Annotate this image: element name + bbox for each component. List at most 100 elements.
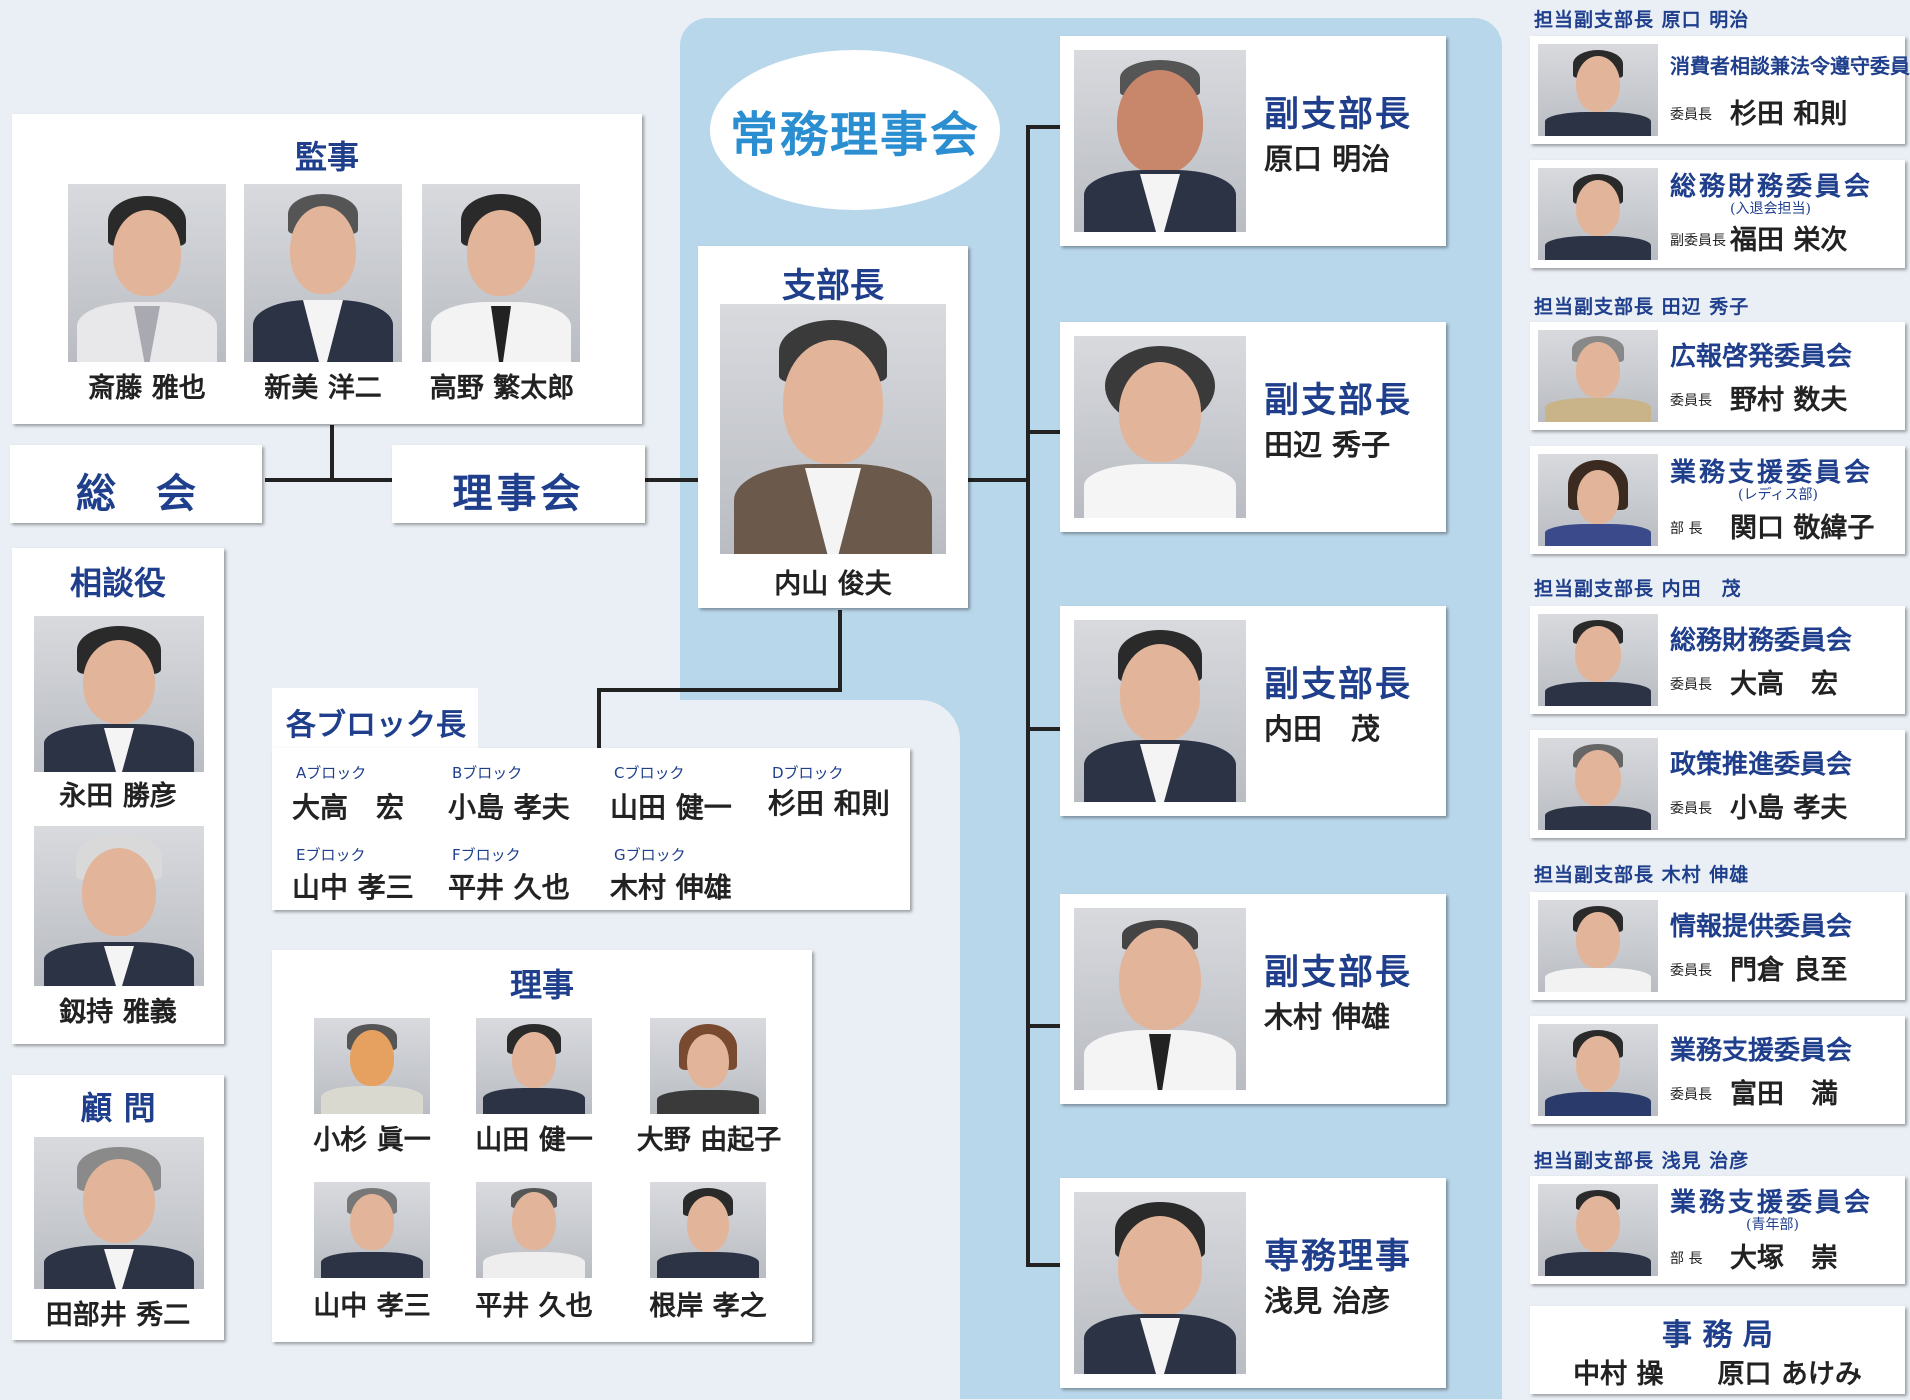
connector [330, 425, 334, 480]
committee-name-6: 小島 孝夫 [1730, 793, 1848, 824]
block-e-label: Eブロック [296, 846, 366, 864]
connector [265, 478, 395, 482]
committee-role-2: 副委員長 [1670, 233, 1726, 249]
committee-title-2: 総務財務委員会 [1670, 172, 1874, 202]
directors-title: 理事 [509, 966, 574, 1004]
director-name-6: 根岸 孝之 [649, 1291, 767, 1322]
block-b-label: Bブロック [452, 764, 523, 782]
block-chiefs-box [272, 748, 910, 910]
committee-card-5: 総務財務委員会 委員長 大高 宏 [1530, 606, 1905, 714]
committee-card-4: 業務支援委員会 (レディス部) 部 長 関口 敬緯子 [1530, 446, 1905, 554]
committee-role-1: 委員長 [1670, 107, 1712, 123]
vice-chief-photo-3 [1074, 620, 1246, 802]
connector [1026, 727, 1060, 731]
auditors-box: 監事 斎藤 雅也 新美 洋二 高野 繁太郎 [12, 114, 642, 424]
block-d-name: 杉田 和則 [768, 787, 890, 820]
branch-chief-box: 支部長 内山 俊夫 [698, 246, 968, 608]
committee-card-1: 消費者相談兼法令遵守委員会 委員長 杉田 和則 [1530, 36, 1910, 144]
vice-chief-card-4: 副支部長 木村 伸雄 [1060, 894, 1446, 1104]
committee-photo-7 [1538, 900, 1658, 992]
committee-role-8: 委員長 [1670, 1087, 1712, 1103]
committee-role-5: 委員長 [1670, 677, 1712, 693]
committee-role-9: 部 長 [1670, 1251, 1703, 1267]
committee-name-7: 門倉 良至 [1730, 955, 1848, 986]
connector [838, 610, 842, 690]
director-name-5: 平井 久也 [475, 1291, 593, 1322]
counselor-photo [34, 1137, 204, 1289]
committee-role-7: 委員長 [1670, 963, 1712, 979]
vice-chief-role-2: 副支部長 [1264, 380, 1413, 421]
committee-group-heading-5: 担当副支部長 浅見 治彦 [1534, 1150, 1750, 1172]
committee-title-9: 業務支援委員会 [1670, 1188, 1874, 1218]
general-meeting-box: 総 会 [10, 445, 262, 523]
committee-name-5: 大高 宏 [1730, 669, 1838, 700]
advisor-photo-2 [34, 826, 204, 986]
advisors-box: 相談役 永田 勝彦 釼持 雅義 [12, 548, 224, 1044]
vice-chief-name-4: 木村 伸雄 [1264, 1000, 1391, 1034]
committee-title-6: 政策推進委員会 [1670, 750, 1853, 780]
committee-title-3: 広報啓発委員会 [1670, 342, 1853, 372]
committee-card-2: 総務財務委員会 (入退会担当) 副委員長 福田 栄次 [1530, 160, 1905, 268]
block-a-label: Aブロック [296, 764, 367, 782]
committee-title-7: 情報提供委員会 [1670, 912, 1853, 942]
auditor-photo-2 [244, 184, 402, 362]
vice-chief-card-5: 専務理事 浅見 治彦 [1060, 1178, 1446, 1388]
director-name-4: 山中 孝三 [313, 1291, 431, 1322]
vice-chief-role-3: 副支部長 [1264, 664, 1413, 705]
committee-title-1: 消費者相談兼法令遵守委員会 [1670, 54, 1910, 78]
vice-chief-role-4: 副支部長 [1264, 952, 1413, 993]
committee-name-9: 大塚 崇 [1730, 1243, 1838, 1274]
auditor-photo-1 [68, 184, 226, 362]
committee-photo-4 [1538, 454, 1658, 546]
director-photo-4 [314, 1182, 430, 1278]
board-meeting-label: 理事会 [452, 470, 585, 517]
connector [1026, 1263, 1060, 1267]
connector [1026, 430, 1060, 434]
committee-role-4: 部 長 [1670, 521, 1703, 537]
vice-chief-role-1: 副支部長 [1264, 94, 1413, 135]
block-f-label: Fブロック [452, 846, 521, 864]
committee-card-8: 業務支援委員会 委員長 富田 満 [1530, 1016, 1905, 1124]
vice-chief-photo-2 [1074, 336, 1246, 518]
vice-chief-photo-5 [1074, 1192, 1246, 1374]
connector [645, 478, 700, 482]
vice-chief-card-1: 副支部長 原口 明治 [1060, 36, 1446, 246]
committee-sub-9: (青年部) [1746, 1217, 1799, 1233]
block-c-label: Cブロック [614, 764, 685, 782]
director-name-2: 山田 健一 [475, 1125, 593, 1156]
committee-photo-5 [1538, 614, 1658, 706]
connector [1026, 125, 1060, 129]
advisor-photo-1 [34, 616, 204, 772]
director-name-3: 大野 由起子 [636, 1125, 782, 1156]
director-photo-5 [476, 1182, 592, 1278]
connector [597, 688, 842, 692]
committee-group-heading-2: 担当副支部長 田辺 秀子 [1534, 296, 1750, 318]
committee-name-4: 関口 敬緯子 [1730, 513, 1875, 544]
vice-chief-card-2: 副支部長 田辺 秀子 [1060, 322, 1446, 532]
director-photo-6 [650, 1182, 766, 1278]
counselor-box: 顧 問 田部井 秀二 [12, 1075, 224, 1340]
committee-photo-2 [1538, 168, 1658, 260]
committee-card-3: 広報啓発委員会 委員長 野村 数夫 [1530, 322, 1905, 430]
secretariat-title: 事 務 局 [1662, 1318, 1773, 1353]
committee-title-4: 業務支援委員会 [1670, 458, 1874, 488]
branch-chief-title: 支部長 [782, 266, 884, 306]
auditor-photo-3 [422, 184, 580, 362]
committee-title-5: 総務財務委員会 [1670, 626, 1853, 656]
secretariat-members: 中村 操 原口 あけみ [1573, 1359, 1862, 1390]
branch-chief-photo [720, 304, 946, 554]
auditor-name-3: 高野 繁太郎 [429, 373, 575, 404]
director-photo-2 [476, 1018, 592, 1114]
committee-photo-6 [1538, 738, 1658, 830]
standing-board-title: 常務理事会 [729, 107, 980, 163]
committee-photo-9 [1538, 1184, 1658, 1276]
vice-chief-photo-1 [1074, 50, 1246, 232]
committee-card-6: 政策推進委員会 委員長 小島 孝夫 [1530, 730, 1905, 838]
committee-name-1: 杉田 和則 [1730, 99, 1848, 130]
secretariat-box: 事 務 局 中村 操 原口 あけみ [1530, 1306, 1905, 1394]
committee-role-3: 委員長 [1670, 393, 1712, 409]
committee-photo-1 [1538, 44, 1658, 136]
committee-group-heading-3: 担当副支部長 内田 茂 [1534, 578, 1742, 600]
counselor-title: 顧 問 [80, 1089, 156, 1127]
committee-name-8: 富田 満 [1730, 1079, 1838, 1110]
